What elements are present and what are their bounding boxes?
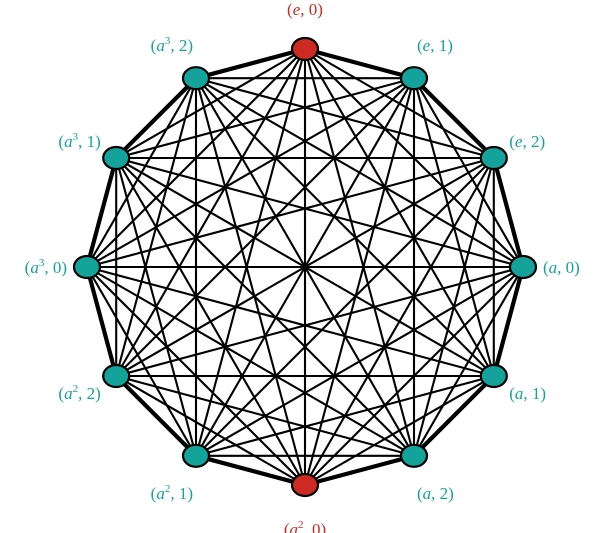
vertex-a0	[508, 254, 538, 280]
cycle-edge-a20-a21	[193, 453, 308, 488]
cycle-edge-a2-a20	[302, 453, 417, 488]
vertex-label-a22: (a2, 2)	[58, 383, 100, 403]
edge-a2-a32	[194, 77, 416, 457]
cycle-edge-a32-e0	[193, 46, 308, 81]
vertex-label-e1: (e, 1)	[417, 36, 453, 55]
edge-e2-a32	[194, 77, 495, 160]
vertex-a31	[102, 145, 131, 171]
vertex-a22	[102, 363, 131, 389]
vertex-e1	[399, 66, 429, 91]
edge-a0-a22	[115, 265, 525, 378]
edge-e1-a22	[115, 77, 416, 378]
vertex-label-a32: (a3, 2)	[151, 35, 193, 55]
vertex-a21	[181, 443, 211, 468]
edge-a0-a31	[115, 156, 525, 269]
cycle-edge-e2-a0	[491, 155, 526, 270]
vertex-a30	[72, 254, 102, 280]
graph-vertices	[72, 36, 538, 498]
edge-a2-a30	[85, 265, 416, 457]
vertex-a1	[479, 363, 508, 389]
edge-a22-a32	[115, 77, 198, 378]
vertex-label-a31: (a3, 1)	[58, 131, 100, 151]
edge-a1-a32	[194, 77, 495, 378]
vertex-label-a21: (a2, 1)	[151, 483, 193, 503]
inner-edges	[85, 47, 525, 487]
cycle-edge-a22-a30	[84, 264, 119, 379]
vertex-label-a2: (a, 2)	[417, 484, 454, 503]
edge-a20-a31	[115, 156, 307, 487]
vertex-label-a1: (a, 1)	[509, 384, 546, 403]
vertex-label-a30: (a3, 0)	[25, 257, 67, 277]
vertex-label-a0: (a, 0)	[543, 258, 580, 277]
edge-a20-a22	[115, 374, 307, 487]
edge-a30-a32	[85, 77, 198, 269]
cycle-edge-a0-a1	[491, 264, 526, 379]
vertex-a2	[399, 443, 429, 468]
edge-a21-a31	[115, 156, 198, 457]
vertex-label-e0: (e, 0)	[287, 0, 323, 19]
cycle-edge-e0-e1	[302, 46, 417, 81]
vertex-label-a20: (a2, 0)	[284, 519, 326, 533]
vertex-a32	[181, 66, 211, 91]
cycle-edge-a1-a2	[411, 373, 496, 458]
edge-a21-a30	[85, 265, 198, 457]
edge-e0-a21	[194, 47, 307, 457]
edge-e0-a2	[303, 47, 416, 457]
edge-e2-a21	[194, 156, 495, 457]
vertex-a20	[290, 472, 320, 498]
cycle-edge-e1-e2	[411, 76, 496, 161]
cycle-edge-a30-a31	[84, 155, 119, 270]
vertex-e0	[290, 36, 320, 62]
vertex-label-e2: (e, 2)	[509, 132, 545, 151]
edge-e2-a30	[85, 156, 495, 269]
edge-a20-a32	[194, 77, 307, 487]
vertex-e2	[479, 145, 508, 171]
edge-a2-a31	[115, 156, 416, 457]
outer-cycle-edges	[84, 46, 526, 488]
edge-e1-a20	[303, 77, 416, 487]
edge-a1-a30	[85, 265, 495, 378]
vertex-labels: (e, 0) (e, 1) (e, 2) (a, 0) (a, 1) (a, 2) (a2,…	[25, 0, 580, 533]
cycle-edge-a21-a22	[114, 373, 199, 458]
edge-a0-a32	[194, 77, 525, 269]
cycle-edge-a31-a32	[114, 76, 199, 161]
